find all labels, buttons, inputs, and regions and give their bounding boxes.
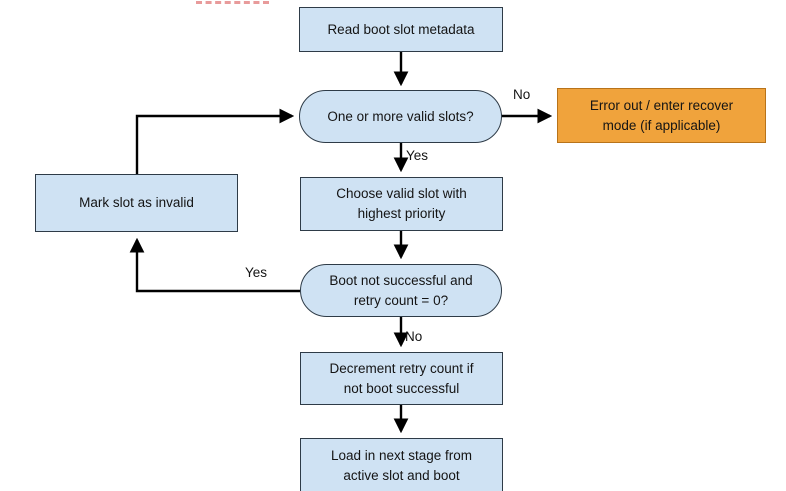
edge-label-no-to-decrement: No [405, 329, 423, 344]
node-boot-not-successful: Boot not successful and retry count = 0? [300, 264, 502, 317]
node-choose-valid-slot: Choose valid slot with highest priority [300, 177, 503, 231]
edge-label-yes-to-choose: Yes [406, 148, 429, 163]
edge-markinvalid-to-validslots [135, 108, 295, 174]
node-read-boot-slot-metadata: Read boot slot metadata [299, 7, 503, 52]
edge-label-yes-to-mark-invalid: Yes [245, 265, 268, 280]
red-dashed-artifact [196, 1, 269, 4]
node-decrement-retry-count: Decrement retry count if not boot succes… [300, 352, 503, 405]
node-error-out-recover-mode: Error out / enter recover mode (if appli… [557, 88, 766, 143]
node-load-next-stage: Load in next stage from active slot and … [300, 438, 503, 491]
node-one-or-more-valid-slots: One or more valid slots? [299, 90, 502, 143]
edge-label-no-to-error: No [513, 87, 531, 102]
node-mark-slot-invalid: Mark slot as invalid [35, 174, 238, 232]
edge-bootretry-to-markinvalid [129, 237, 300, 293]
